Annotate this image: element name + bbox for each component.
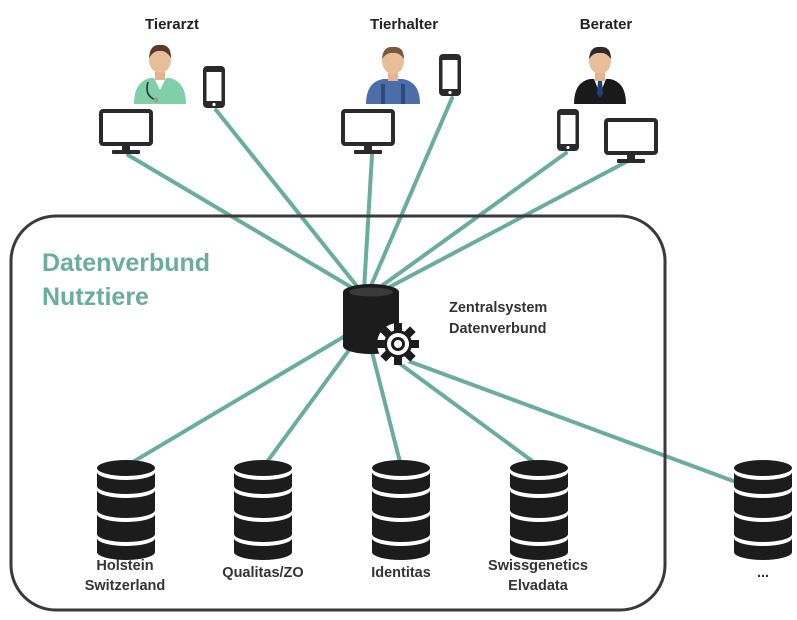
smartphone-icon: [203, 66, 225, 108]
connection-lines: [124, 96, 765, 494]
network-title-line1: Datenverbund: [42, 249, 210, 277]
connection-line: [370, 350, 403, 468]
connection-line: [262, 344, 354, 468]
connection-line: [124, 334, 347, 468]
veterinarian-icon: [134, 44, 186, 104]
db-label-more: ...: [757, 565, 769, 581]
role-label-berater: Berater: [580, 16, 633, 33]
role-label-tierhalter: Tierhalter: [370, 16, 438, 33]
connection-line: [398, 356, 765, 494]
desktop-monitor-icon: [341, 109, 395, 156]
farmer-icon: [366, 46, 420, 104]
smartphone-icon: [557, 109, 579, 151]
db-label-holstein-line1: Holstein: [96, 558, 153, 574]
connection-line: [386, 353, 541, 468]
db-label-swissgenetics-line2: Elvadata: [508, 578, 569, 594]
connection-line: [126, 153, 358, 292]
database-icon: [734, 460, 792, 560]
network-title-line2: Nutztiere: [42, 283, 149, 311]
db-label-holstein-line2: Switzerland: [85, 578, 166, 594]
central-system-label-line2: Datenverbund: [449, 321, 547, 337]
database-icon: [97, 460, 155, 560]
desktop-monitor-icon: [604, 118, 658, 165]
database-icon: [372, 460, 430, 560]
connection-line: [374, 151, 568, 292]
connection-line: [214, 108, 362, 292]
connection-line: [362, 153, 374, 292]
database-icon: [510, 460, 568, 560]
gear-icon: [377, 323, 419, 365]
network-boundary: [9, 214, 667, 612]
db-label-identitas: Identitas: [371, 565, 431, 581]
database-icon: [234, 460, 292, 560]
desktop-monitor-icon: [99, 109, 153, 156]
connection-line: [380, 160, 628, 293]
central-system-label-line1: Zentralsystem: [449, 300, 547, 316]
advisor-icon: [574, 46, 626, 104]
db-label-swissgenetics-line1: Swissgenetics: [488, 558, 588, 574]
role-label-tierarzt: Tierarzt: [145, 16, 199, 33]
smartphone-icon: [439, 54, 461, 96]
db-label-qualitas: Qualitas/ZO: [222, 565, 303, 581]
connection-line: [368, 96, 454, 290]
